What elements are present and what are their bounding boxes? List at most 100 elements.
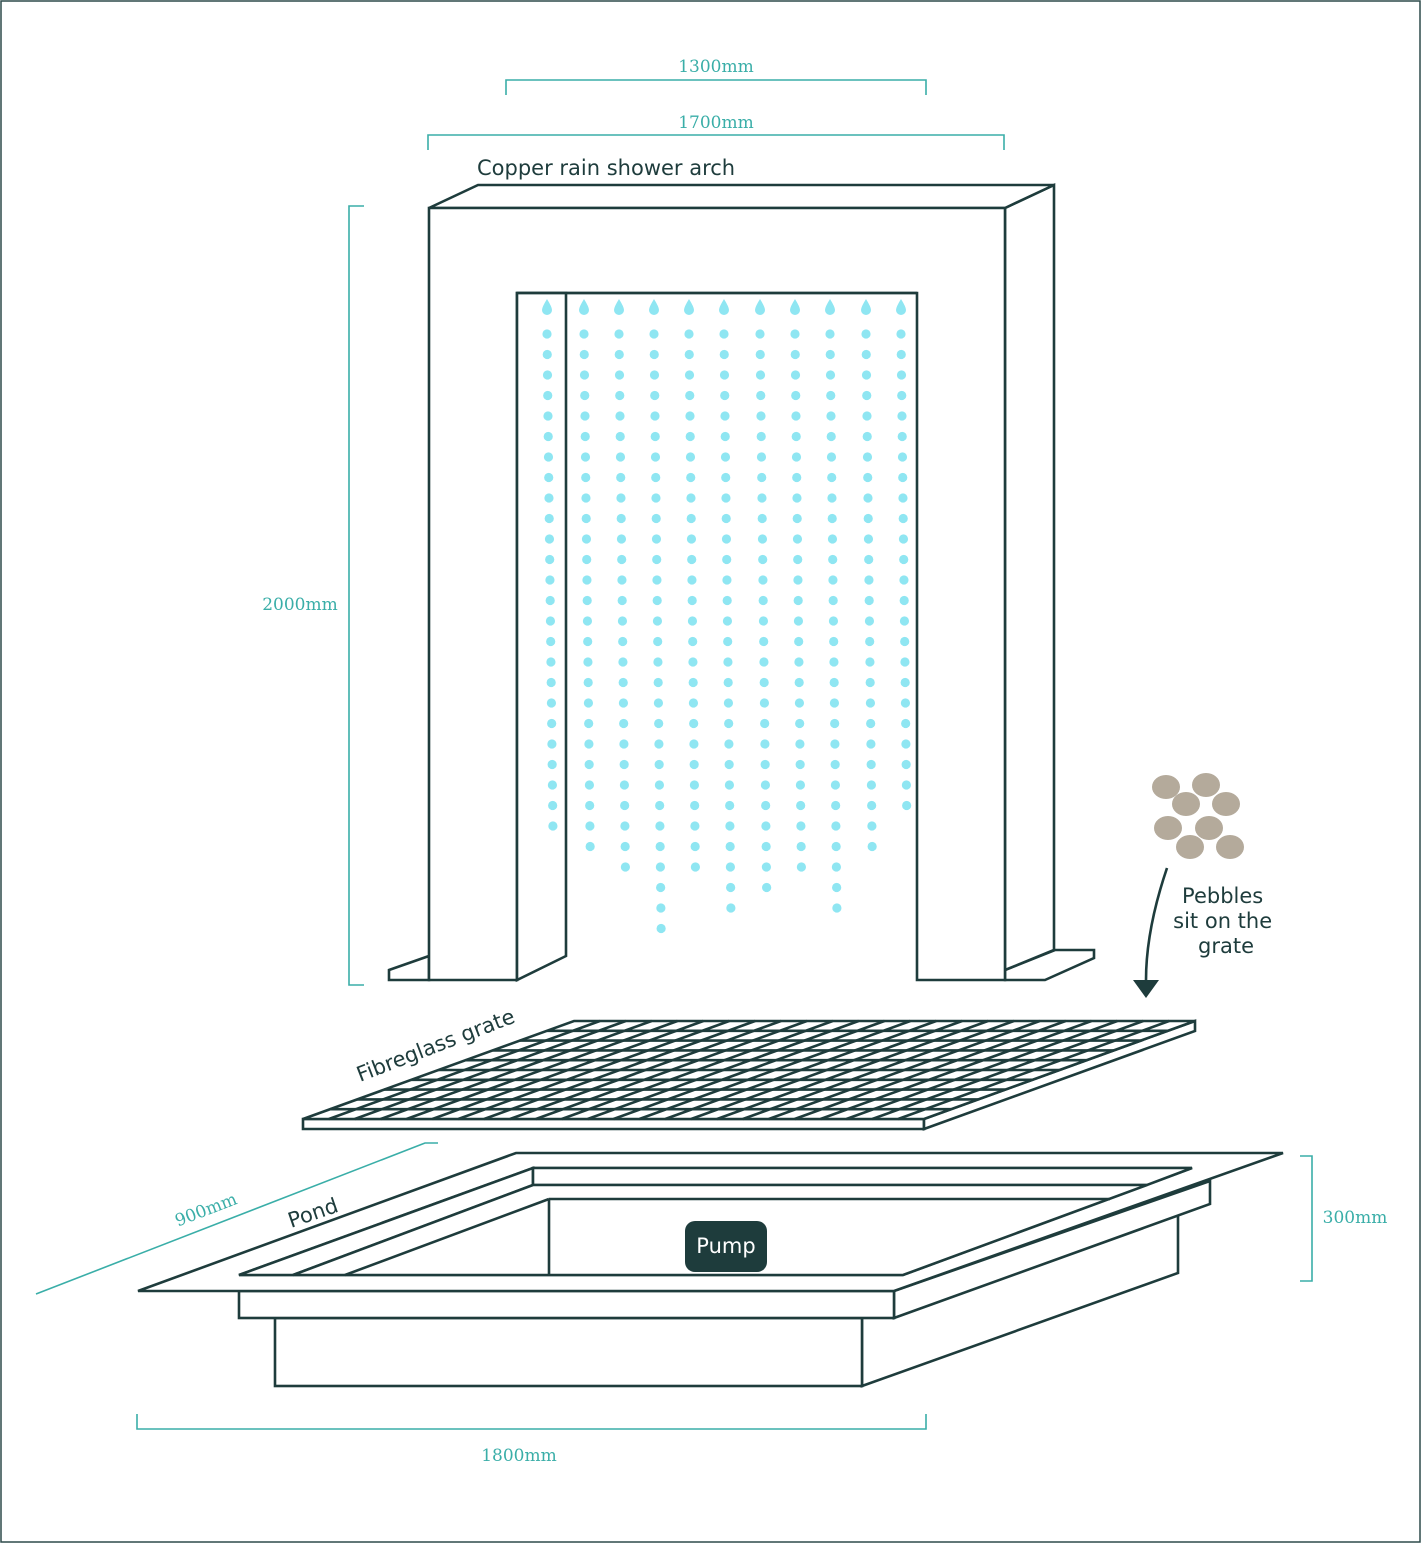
arch-inner-left-face [515,291,568,983]
water-drop [825,370,836,380]
water-drop [547,780,558,790]
water-drop [723,636,733,647]
water-drop [547,739,557,749]
water-drop [791,452,802,462]
water-drop [651,493,661,503]
water-drop [826,411,836,421]
water-drop [687,616,698,626]
water-drop [688,677,698,688]
water-drop [721,472,731,483]
water-drop [790,299,800,315]
water-drop [620,841,630,852]
water-drop [690,841,700,852]
water-drop [615,411,625,421]
water-drop [790,349,800,360]
water-drop [826,390,836,401]
water-drop [902,800,912,811]
water-drop [758,616,769,626]
water-drop [651,513,661,524]
water-drop [863,513,873,524]
water-drop [795,718,805,729]
water-drop [581,513,591,524]
water-drop [688,636,698,647]
water-drop [792,534,803,544]
pond-lip-front [237,1289,896,1320]
water-drop [898,534,909,544]
rain-water-drops [542,299,912,934]
water-drop [862,390,872,401]
water-drop [756,431,766,442]
water-drop [544,513,554,524]
water-drop [861,299,871,315]
water-drop [548,821,558,831]
water-drop [582,595,592,606]
water-drop [655,821,665,831]
water-drop [755,329,765,339]
water-drop [791,411,801,421]
dimension-outer-width: 1700mm [427,113,1005,150]
water-drop [649,349,659,360]
pond-body-front [273,1316,864,1388]
water-drop [542,349,552,360]
water-drop [826,431,836,442]
water-drop [614,329,624,339]
water-drop [758,575,768,585]
arch-top-face [428,183,1055,210]
water-drop [656,903,666,913]
water-drop [543,452,554,462]
water-drop [899,575,909,585]
water-drop [652,575,662,585]
water-drop [685,390,695,401]
water-drop [584,780,595,790]
water-drop [619,759,629,770]
water-drop [723,698,734,708]
pebbles-label-line3: grate [1198,934,1254,958]
water-drop [793,616,804,626]
water-drop [547,718,557,729]
water-drop [792,493,802,503]
water-drop [547,759,557,770]
water-drop [722,595,732,606]
water-drop [546,636,556,647]
water-drop [828,616,839,626]
grate-front-edge [301,1117,926,1131]
water-drop [827,493,837,503]
water-drop [901,759,911,770]
water-drop [794,698,805,708]
water-drop [684,370,695,380]
water-drop [650,431,660,442]
water-drop [757,513,767,524]
water-drop [617,554,627,565]
water-drop [722,554,732,565]
water-drop [543,411,553,421]
dimension-pond-depth-label: 900mm [172,1189,240,1231]
water-drop [724,739,734,749]
arch-side-face [1003,182,1056,972]
water-drop [582,554,592,565]
dimension-pond-height-label: 300mm [1323,1208,1388,1228]
water-drop [795,780,806,790]
water-drop [900,698,911,708]
water-drop [866,780,877,790]
pebbles-label-line2: sit on the [1173,909,1272,933]
water-drop [688,698,699,708]
water-drop [616,534,627,544]
water-drop [582,575,592,585]
water-drop [614,299,624,315]
water-drop [790,370,801,380]
water-drop [690,800,700,811]
water-drop [616,513,626,524]
water-drop [861,349,871,360]
water-drop [830,718,840,729]
water-drop [653,677,663,688]
water-drop [862,452,873,462]
water-drop [654,780,665,790]
arch-left-foot [387,954,431,982]
water-drop [721,493,731,503]
water-drop [579,329,589,339]
water-drop [581,493,591,503]
pump: Pump [685,1221,767,1272]
water-drop [863,472,873,483]
